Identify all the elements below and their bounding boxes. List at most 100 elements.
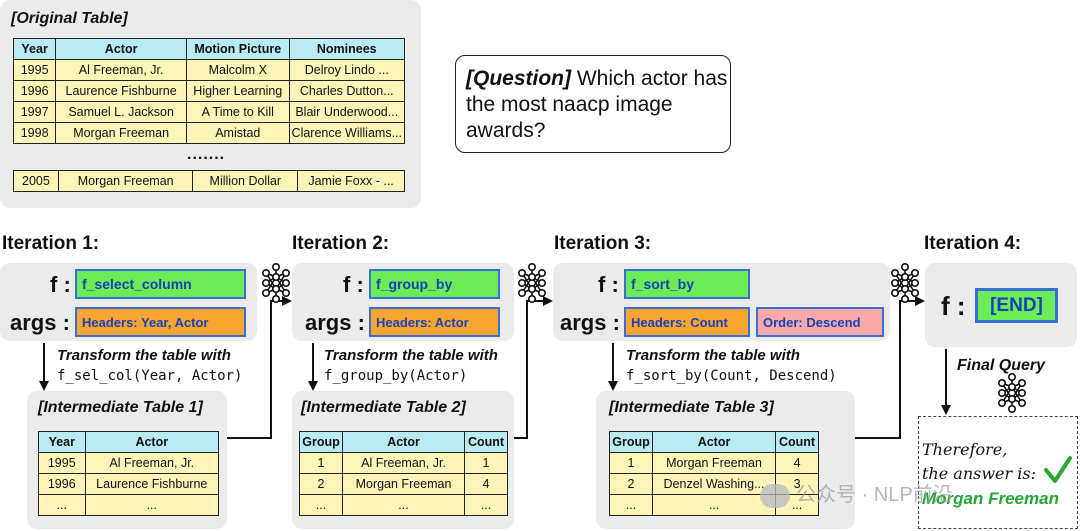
question-box: [Question] Which actor has the most naac… [455,55,731,153]
iteration-3-title: Iteration 3: [554,233,652,254]
function-label: f : [941,291,966,321]
watermark: 公众号 · NLP前沿 [760,478,953,508]
table-cell: ... [341,494,466,516]
table-cell: 1995 [12,59,57,81]
table-cell: 1995 [38,452,86,474]
connector-arrow [514,296,553,439]
table-header-row: Year Actor [38,431,220,453]
table-cell: Delroy Lindo ... [288,59,406,81]
args-label: args : [305,310,365,335]
table-row: 1 Al Freeman, Jr. 1 [299,452,508,474]
original-table-title: [Original Table] [11,10,128,27]
intermediate-table-3-title: [Intermediate Table 3] [609,399,774,416]
answer-line-1: Therefore, [922,440,1008,459]
table-row: 2 Denzel Washing... 3 [609,473,819,495]
table-cell: 2 [609,473,653,495]
check-mark-icon [1044,456,1072,483]
table-cell: Laurence Fishburne [84,473,220,495]
connector-arrow [855,296,925,439]
args-box: Headers: Actor [369,307,500,337]
column-header: Actor [651,431,777,453]
end-function-box: [END] [975,288,1058,323]
table-cell: Jamie Foxx - ... [297,170,405,192]
table-cell: ... [464,494,508,516]
neural-network-icon [261,262,291,304]
table-cell: Al Freeman, Jr. [84,452,220,474]
table-cell: Al Freeman, Jr. [341,452,466,474]
intermediate-table-1-title: [Intermediate Table 1] [38,399,203,416]
intermediate-table-3: Group Actor Count 1 Morgan Freeman 4 2 D… [609,431,819,516]
table-cell: Higher Learning [186,80,290,102]
table-row: ... ... [38,494,220,516]
iteration-2-title: Iteration 2: [292,233,390,254]
table-row: 1996 Laurence Fishburne [38,473,220,495]
table-cell: 4 [775,452,819,474]
column-header: Motion Picture [186,38,290,60]
column-header: Year [12,38,57,60]
neural-network-icon [890,262,920,304]
table-cell: 1998 [12,122,57,144]
args-label: args : [560,310,620,335]
table-row: 1995 Al Freeman, Jr. [38,452,220,474]
neural-network-icon [517,262,547,304]
table-cell: Clarence Williams... [288,122,406,144]
table-cell: Morgan Freeman [57,170,194,192]
args-box-order: Order: Descend [756,307,884,337]
intermediate-table-1: Year Actor 1995 Al Freeman, Jr. 1996 Lau… [38,431,220,516]
question-text: Which actor has the most naacp image awa… [466,67,728,142]
table-cell: 1996 [12,80,57,102]
table-cell: 1 [299,452,343,474]
column-header: Count [775,431,819,453]
transform-code: f_sel_col(Year, Actor) [57,368,243,384]
original-table-last-row: 2005 Morgan Freeman Million Dollar Jamie… [13,170,405,192]
function-box: f_group_by [369,269,500,299]
table-cell: ... [609,494,653,516]
neural-network-icon [997,372,1026,414]
function-box: f_select_column [75,269,246,299]
table-cell: Amistad [186,122,290,144]
transform-code: f_sort_by(Count, Descend) [626,368,837,384]
watermark-text: 公众号 · NLP前沿 [796,484,953,506]
table-row: 1998 Morgan Freeman Amistad Clarence Wil… [12,122,406,144]
table-cell: Morgan Freeman [55,122,188,144]
table-row: 1997 Samuel L. Jackson A Time to Kill Bl… [12,101,406,123]
args-label: args : [10,310,70,335]
table-cell: 2 [299,473,343,495]
table-row: ... ... ... [299,494,508,516]
intermediate-table-2-title: [Intermediate Table 2] [301,399,466,416]
table-cell: 1997 [12,101,57,123]
transform-caption: Transform the table with [57,347,231,364]
table-cell: 1 [609,452,653,474]
table-cell: Morgan Freeman [341,473,466,495]
column-header: Actor [84,431,220,453]
column-header: Actor [341,431,466,453]
table-row: ... ... ... [609,494,819,516]
final-query-label: Final Query [957,357,1046,374]
function-label: f : [343,272,364,297]
table-cell: A Time to Kill [186,101,290,123]
table-cell: Denzel Washing... [651,473,777,495]
table-cell: Morgan Freeman [651,452,777,474]
wechat-icon [760,483,790,508]
table-cell: 2005 [13,170,59,192]
table-cell: ... [38,494,86,516]
transform-code: f_group_by(Actor) [324,368,468,384]
args-box: Headers: Count [624,307,750,337]
table-header-row: Group Actor Count [609,431,819,453]
table-cell: 1 [464,452,508,474]
table-row: 1 Morgan Freeman 4 [609,452,819,474]
iteration-4-title: Iteration 4: [924,233,1022,254]
table-cell: ... [299,494,343,516]
table-row: 1996 Laurence Fishburne Higher Learning … [12,80,406,102]
function-label: f : [598,272,619,297]
table-ellipsis: ....... [187,146,226,163]
transform-caption: Transform the table with [324,347,498,364]
connector-arrow [227,296,292,439]
question-label: [Question] [466,67,571,90]
table-cell: Blair Underwood... [288,101,406,123]
table-cell: ... [651,494,777,516]
column-header: Group [609,431,653,453]
answer-line-2: the answer is: [922,464,1036,483]
table-cell: Samuel L. Jackson [55,101,188,123]
